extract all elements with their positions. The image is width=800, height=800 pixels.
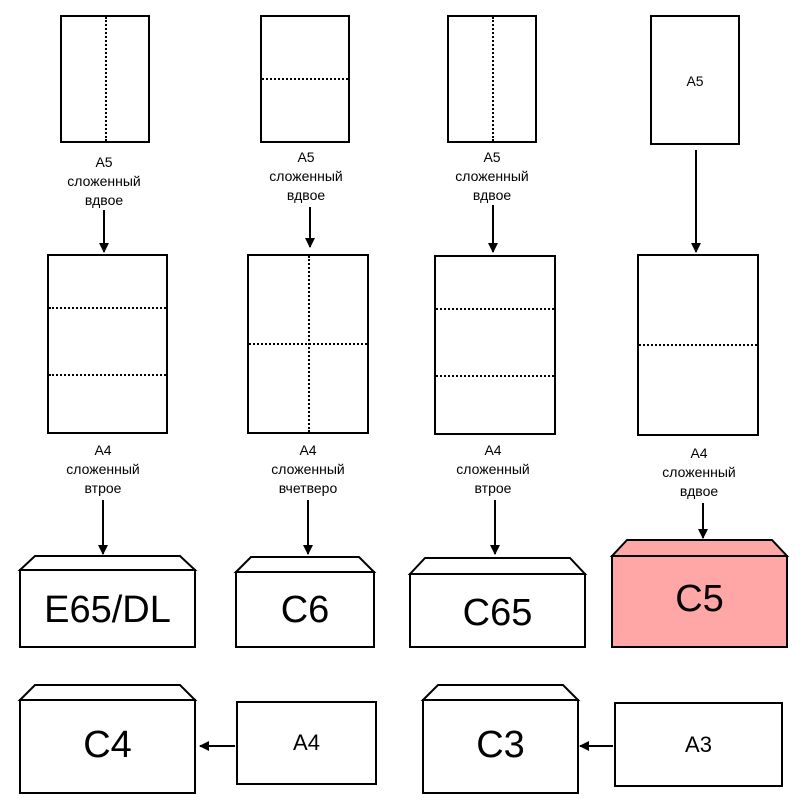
a5-sheet-col3 [447,15,537,143]
a5-sheet-col1 [60,15,150,143]
envelope-c65 [409,573,586,648]
envelope-label-c65: C65 [462,592,533,634]
envelope-label-e65dl: E65/DL [44,589,171,631]
envelope-c5 [611,555,788,648]
a3-sheet-unfolded [614,702,783,787]
envelope-label-c4: C4 [83,724,132,766]
a4-sheet-col2 [247,254,369,434]
a4-caption-col2: A4 сложенный вчетверо [271,442,345,496]
a5-sheet-col2 [260,15,350,143]
fold-line [262,78,348,80]
a5-sheet-label: A5 [686,73,704,89]
a4-caption-col3: A4 сложенный втрое [456,442,530,496]
a5-caption-col1: A5 сложенный вдвое [67,154,141,208]
envelope-flap-c5 [609,539,790,557]
fold-line [49,307,166,309]
envelope-e65dl [19,569,196,648]
a4-sheet-col3 [434,255,556,435]
fold-line [436,308,554,310]
envelope-flap-c6 [233,556,377,573]
a5-caption-col3: A5 сложенный вдвое [455,149,529,203]
envelope-flap-c65 [407,557,588,575]
fold-line [308,256,310,432]
a3-sheet-unfolded-label: A3 [685,732,712,757]
envelope-c6 [235,571,375,648]
fold-line [49,374,166,376]
envelope-c4 [19,699,196,794]
a4-sheet-col1 [47,254,168,434]
envelope-c3 [422,699,579,794]
a4-sheet-unfolded-label: A4 [293,730,320,755]
fold-line [436,375,554,377]
envelope-flap-e65dl [17,555,198,571]
a4-sheet-col4 [637,254,759,436]
a5-sheet-col4: A5 [650,15,740,145]
a4-caption-col4: A4 сложенный вдвое [662,445,736,499]
a4-caption-col1: A4 сложенный втрое [66,442,140,496]
a5-caption-col2: A5 сложенный вдвое [269,149,343,203]
envelope-label-c3: C3 [476,724,525,766]
envelope-label-c5: C5 [675,578,724,620]
envelope-label-c6: C6 [280,589,330,631]
fold-line [105,17,107,141]
fold-line [639,344,757,346]
envelope-flap-c3 [420,684,581,701]
a4-sheet-unfolded [236,701,377,785]
fold-line [492,17,494,141]
envelope-flap-c4 [17,684,198,701]
